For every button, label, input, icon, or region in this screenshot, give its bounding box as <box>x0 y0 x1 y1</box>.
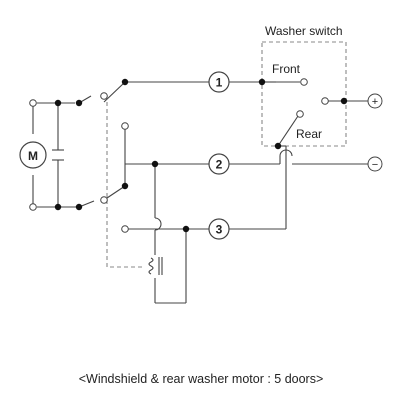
connector-2: 2 <box>208 153 230 175</box>
svg-text:2: 2 <box>216 158 223 172</box>
washer-switch-label: Washer switch <box>265 24 343 38</box>
junction-dots <box>54 78 348 233</box>
motor-symbol <box>19 141 47 169</box>
svg-text:1: 1 <box>216 76 223 90</box>
plus-terminal: + <box>367 93 383 109</box>
connector-1: 1 <box>208 71 230 93</box>
front-label: Front <box>272 62 301 76</box>
washer-switch-box <box>261 41 347 147</box>
svg-text:+: + <box>372 96 378 108</box>
svg-text:3: 3 <box>216 223 223 237</box>
svg-text:−: − <box>372 159 378 171</box>
connector-3: 3 <box>208 218 230 240</box>
motor-label: M <box>28 149 38 163</box>
diagram-caption: <Windshield & rear washer motor : 5 door… <box>78 372 324 386</box>
mechanical-linkage <box>106 102 145 268</box>
rear-label: Rear <box>296 127 322 141</box>
minus-terminal: − <box>367 156 383 172</box>
open-terminals <box>29 78 329 233</box>
